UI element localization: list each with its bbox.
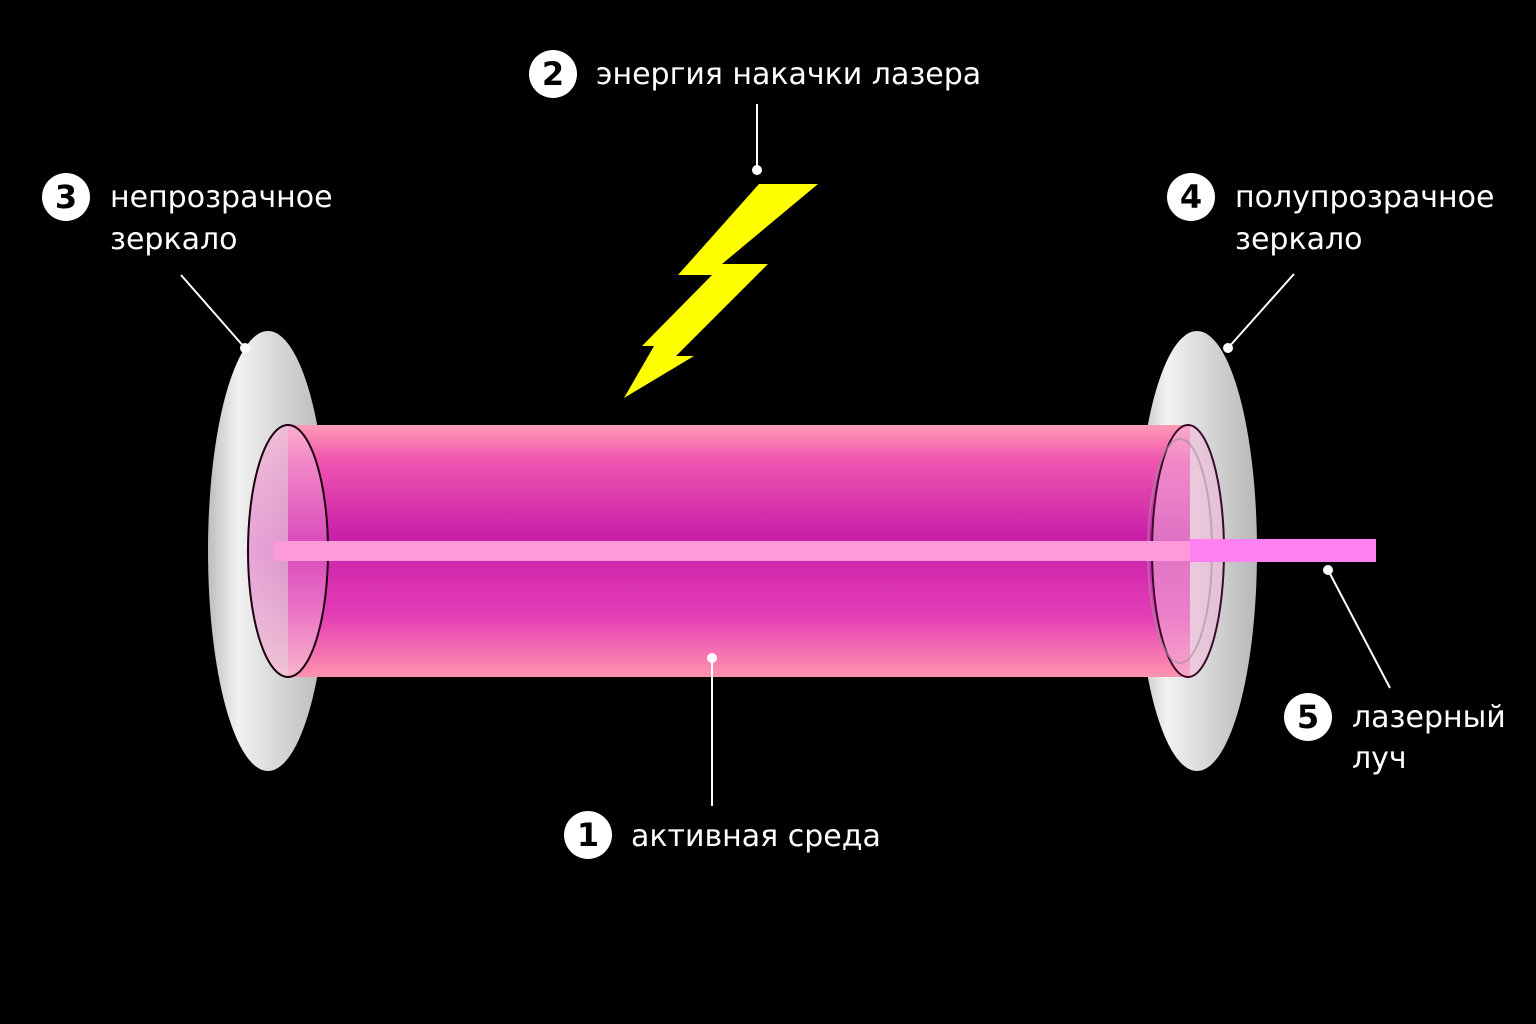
badge-1-number: 1 xyxy=(577,816,599,854)
label-opaque-mirror: 3 непрозрачное зеркало xyxy=(42,173,333,257)
label-semi-mirror-line1: полупрозрачное xyxy=(1235,180,1494,215)
leader-pump-energy xyxy=(752,104,762,175)
label-active-medium-text: активная среда xyxy=(631,819,881,854)
label-semi-mirror-line2: зеркало xyxy=(1235,222,1363,257)
badge-5-number: 5 xyxy=(1297,698,1319,736)
badge-5 xyxy=(1284,693,1332,741)
badge-2 xyxy=(529,50,577,98)
badge-4-number: 4 xyxy=(1180,178,1202,216)
label-active-medium: 1 активная среда xyxy=(564,811,881,859)
lightning-bolt-icon xyxy=(624,184,818,398)
leader-laser-beam xyxy=(1323,565,1391,689)
badge-2-number: 2 xyxy=(542,55,564,93)
label-pump-energy-text: энергия накачки лазера xyxy=(596,57,981,92)
label-laser-beam: 5 лазерный луч xyxy=(1284,693,1506,776)
label-laser-beam-line1: лазерный xyxy=(1352,700,1506,735)
label-semi-mirror: 4 полупрозрачное зеркало xyxy=(1167,173,1494,257)
badge-3-number: 3 xyxy=(55,178,77,216)
label-laser-beam-line2: луч xyxy=(1352,741,1407,776)
badge-1 xyxy=(564,811,612,859)
badge-4 xyxy=(1167,173,1215,221)
leader-semi-mirror xyxy=(1223,273,1295,353)
label-opaque-mirror-line1: непрозрачное xyxy=(110,180,333,215)
label-pump-energy: 2 энергия накачки лазера xyxy=(529,50,981,98)
laser-beam-out xyxy=(1190,539,1376,562)
leader-opaque-mirror xyxy=(180,274,250,353)
leader-active-medium xyxy=(707,653,717,806)
inner-beam xyxy=(273,541,1193,561)
badge-3 xyxy=(42,173,90,221)
label-opaque-mirror-line2: зеркало xyxy=(110,222,238,257)
